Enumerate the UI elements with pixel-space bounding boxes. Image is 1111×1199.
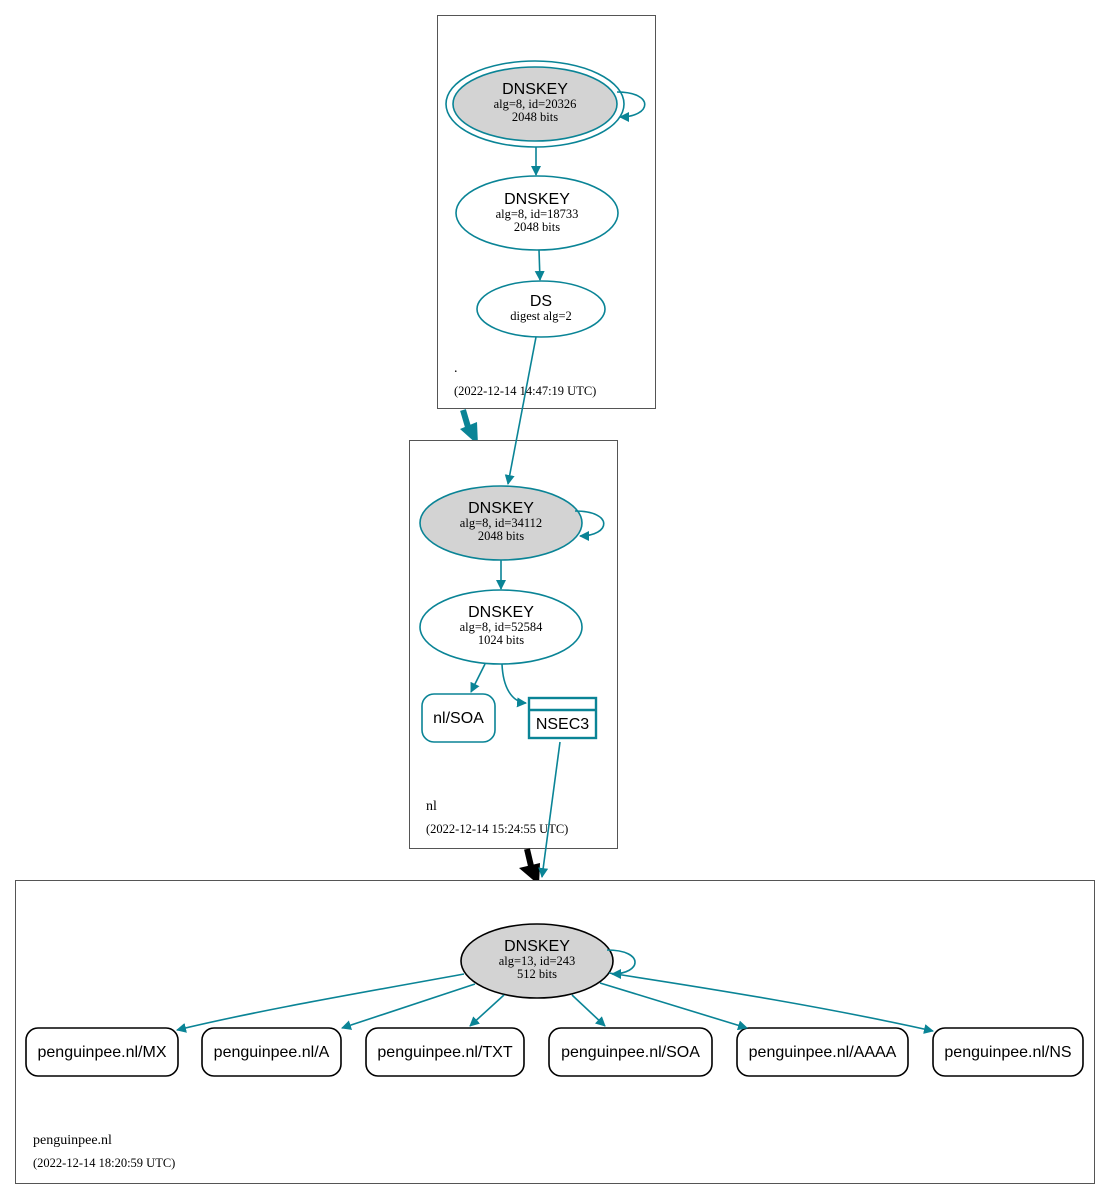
zone-penguinpee-name: penguinpee.nl <box>33 1133 112 1148</box>
record-label-aaaa: penguinpee.nl/AAAA <box>749 1044 897 1061</box>
root-ds-title: DS <box>530 293 552 310</box>
penguinpee-dnskey-self-edge <box>606 949 636 979</box>
record-label-a: penguinpee.nl/A <box>214 1044 330 1061</box>
dnskey-to-mx-edge <box>176 973 465 1033</box>
dnskey-to-ns-edge <box>608 972 934 1034</box>
penguinpee-dnskey-detail: alg=13, id=243 <box>499 954 576 968</box>
root-dnskey-zsk-title: DNSKEY <box>504 191 570 208</box>
penguinpee-dnskey-node[interactable]: DNSKEY alg=13, id=243 512 bits <box>460 923 614 999</box>
zone-penguinpee: DNSKEY alg=13, id=243 512 bits penguinpe… <box>15 880 1095 1184</box>
nl-dnskey-zsk-title: DNSKEY <box>468 604 534 621</box>
nl-dnskey-ksk-node[interactable]: DNSKEY alg=8, id=34112 2048 bits <box>419 485 583 561</box>
nl-nsec3-label: NSEC3 <box>536 716 589 733</box>
nl-dnskey-ksk-size: 2048 bits <box>478 529 524 543</box>
root-ds-node[interactable]: DS digest alg=2 <box>476 280 606 338</box>
root-dnskey-zsk-detail: alg=8, id=18733 <box>496 207 579 221</box>
nl-dnskey-zsk-detail: alg=8, id=52584 <box>460 620 544 634</box>
nl-soa-node[interactable]: nl/SOA <box>421 693 496 743</box>
record-node-ns[interactable]: penguinpee.nl/NS <box>932 1027 1084 1077</box>
zone-nl: DNSKEY alg=8, id=34112 2048 bits DNSKEY … <box>409 440 618 849</box>
root-ds-detail: digest alg=2 <box>510 309 572 323</box>
penguinpee-dnskey-title: DNSKEY <box>504 938 570 955</box>
root-ksk-self-edge <box>616 91 646 122</box>
root-dnskey-ksk-size: 2048 bits <box>512 110 558 124</box>
root-ds-to-nl-ksk-edge <box>504 336 537 485</box>
root-dnskey-zsk-node[interactable]: DNSKEY alg=8, id=18733 2048 bits <box>455 175 619 251</box>
nl-dnskey-zsk-node[interactable]: DNSKEY alg=8, id=52584 1024 bits <box>419 589 583 665</box>
penguinpee-dnskey-size: 512 bits <box>517 967 557 981</box>
zone-nl-timestamp: (2022-12-14 15:24:55 UTC) <box>426 822 568 836</box>
nl-dnskey-ksk-detail: alg=8, id=34112 <box>460 516 542 530</box>
record-node-soa[interactable]: penguinpee.nl/SOA <box>548 1027 713 1077</box>
record-label-mx: penguinpee.nl/MX <box>38 1044 167 1061</box>
record-label-soa: penguinpee.nl/SOA <box>561 1044 700 1061</box>
nl-zsk-to-nsec3-edge <box>501 663 527 708</box>
nl-zsk-to-soa-edge <box>470 663 486 693</box>
record-node-txt[interactable]: penguinpee.nl/TXT <box>365 1027 525 1077</box>
nl-soa-label: nl/SOA <box>433 710 484 727</box>
record-node-a[interactable]: penguinpee.nl/A <box>201 1027 342 1077</box>
dnskey-to-a-edge <box>341 983 476 1030</box>
nl-ksk-self-edge <box>574 510 605 541</box>
root-dnskey-ksk-node[interactable]: DNSKEY alg=8, id=20326 2048 bits <box>445 60 625 148</box>
dnskey-to-aaaa-edge <box>599 982 748 1031</box>
root-zsk-to-ds-edge <box>534 249 545 281</box>
record-node-aaaa[interactable]: penguinpee.nl/AAAA <box>736 1027 909 1077</box>
dnskey-to-soa-edge <box>571 994 606 1027</box>
record-node-mx[interactable]: penguinpee.nl/MX <box>25 1027 179 1077</box>
zone-root: DNSKEY alg=8, id=20326 2048 bits DNSKEY … <box>437 15 656 409</box>
nl-dnskey-zsk-size: 1024 bits <box>478 633 524 647</box>
record-label-ns: penguinpee.nl/NS <box>944 1044 1071 1061</box>
zone-nl-name: nl <box>426 799 437 814</box>
nl-dnskey-ksk-title: DNSKEY <box>468 500 534 517</box>
nl-to-penguinpee-delegation-arrow <box>519 848 540 885</box>
zone-penguinpee-timestamp: (2022-12-14 18:20:59 UTC) <box>33 1156 175 1170</box>
record-label-txt: penguinpee.nl/TXT <box>377 1044 512 1061</box>
root-dnskey-zsk-size: 2048 bits <box>514 220 560 234</box>
root-to-nl-delegation-arrow <box>460 409 478 445</box>
dnskey-to-txt-edge <box>469 994 505 1027</box>
root-dnskey-ksk-detail: alg=8, id=20326 <box>494 97 577 111</box>
zone-root-name: . <box>454 361 458 376</box>
root-dnskey-ksk-title: DNSKEY <box>502 81 568 98</box>
nl-nsec3-to-penguinpee-edge <box>538 741 561 878</box>
nl-nsec3-node[interactable]: NSEC3 <box>527 696 598 740</box>
